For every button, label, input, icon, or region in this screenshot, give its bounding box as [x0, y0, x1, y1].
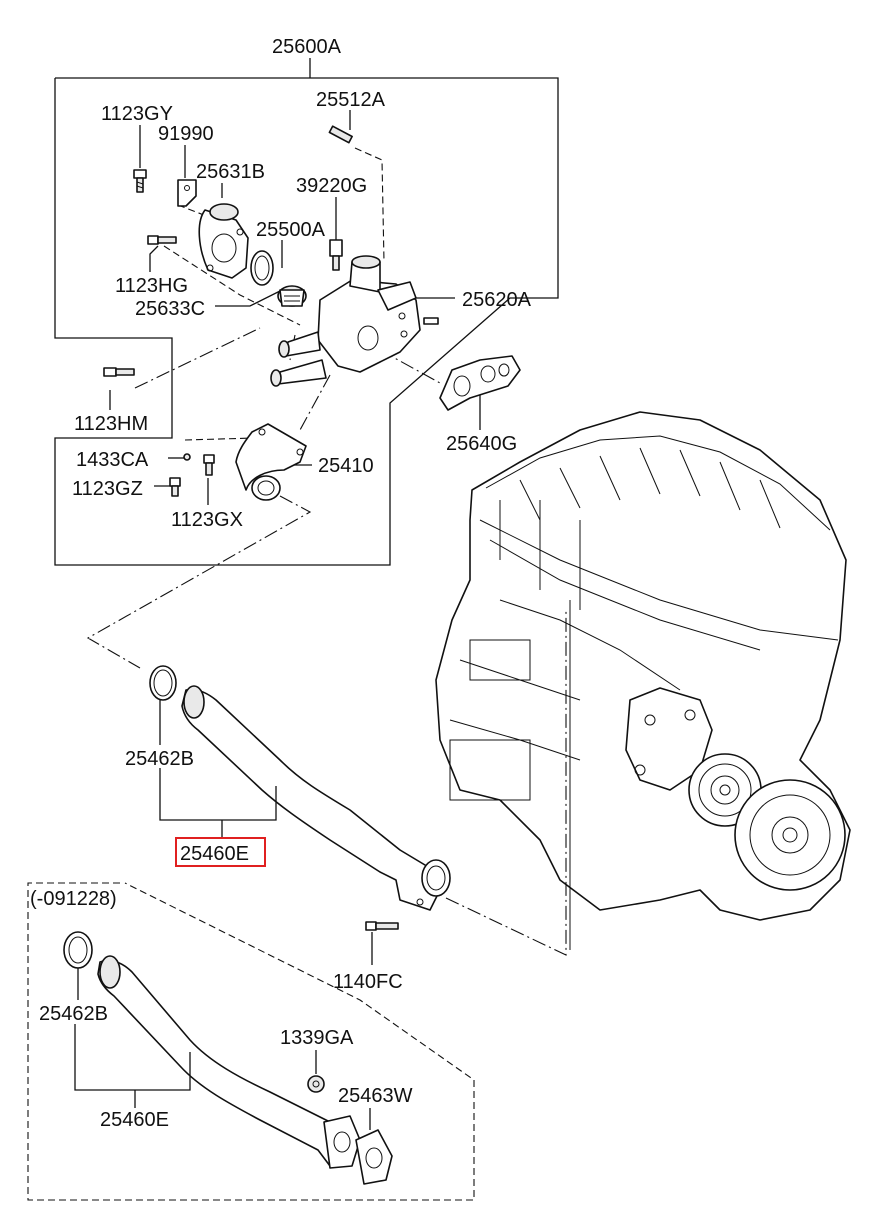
label-25640G[interactable]: 25640G [446, 433, 517, 455]
label-39220G[interactable]: 39220G [296, 175, 367, 197]
thermostat-housing-25620A [270, 255, 439, 387]
label-1123HG[interactable]: 1123HG [115, 275, 188, 297]
label-25462B-alt[interactable]: 25462B [39, 1003, 108, 1025]
label-1123HM[interactable]: 1123HM [74, 413, 148, 435]
label-1123GX[interactable]: 1123GX [171, 509, 243, 531]
engine-block [435, 411, 851, 950]
assembly-outline [54, 58, 559, 566]
label-25620A[interactable]: 25620A [462, 289, 532, 311]
highlight-box [175, 837, 266, 867]
label-25633C[interactable]: 25633C [135, 298, 205, 320]
label-1123GY[interactable]: 1123GY [101, 103, 173, 125]
label-25631B[interactable]: 25631B [196, 161, 265, 183]
label-1339GA[interactable]: 1339GA [280, 1027, 354, 1049]
pipe-25460E-alt [63, 931, 393, 1185]
variant-box [27, 882, 475, 1201]
thermostat-25500A [277, 285, 307, 307]
label-1433CA[interactable]: 1433CA [76, 449, 149, 471]
label-25512A[interactable]: 25512A [316, 89, 386, 111]
label-25410[interactable]: 25410 [318, 455, 374, 477]
label-91990[interactable]: 91990 [158, 123, 214, 145]
bracket-91990 [177, 179, 197, 207]
gasket-25640G [439, 355, 521, 411]
label-25460E-alt[interactable]: 25460E [100, 1109, 169, 1131]
sensor-39220G [329, 239, 343, 271]
leader-lines-main-pipe [159, 610, 567, 965]
label-25463W[interactable]: 25463W [338, 1085, 413, 1107]
label-25500A[interactable]: 25500A [256, 219, 326, 241]
water-outlet-25631B [198, 203, 249, 279]
pipe-25460E-main [149, 665, 451, 911]
small-parts-1433CA-1123GZ-1123GX [169, 453, 215, 497]
part-labels: 25600A 25512A 1123GY 91990 25631B 39220G… [30, 36, 532, 1131]
fitting-25410 [235, 423, 307, 501]
bolt-1140FC [365, 921, 399, 931]
label-25462B-main[interactable]: 25462B [125, 748, 194, 770]
bolt-1123HG [147, 235, 177, 245]
label-1123GZ[interactable]: 1123GZ [72, 478, 143, 500]
label-1140FC[interactable]: 1140FC [333, 971, 403, 993]
label-25460E-main[interactable]: 25460E [180, 843, 249, 865]
bolt-1123HM [103, 367, 135, 377]
leader-lines-top [86, 110, 481, 669]
leader-lines-alt [74, 968, 371, 1130]
label-25600A[interactable]: 25600A [272, 36, 342, 58]
stud-25512A [328, 125, 353, 144]
variant-note: (-091228) [30, 888, 117, 910]
gasket-25633C [250, 250, 274, 286]
bolt-1123GY [133, 169, 147, 193]
